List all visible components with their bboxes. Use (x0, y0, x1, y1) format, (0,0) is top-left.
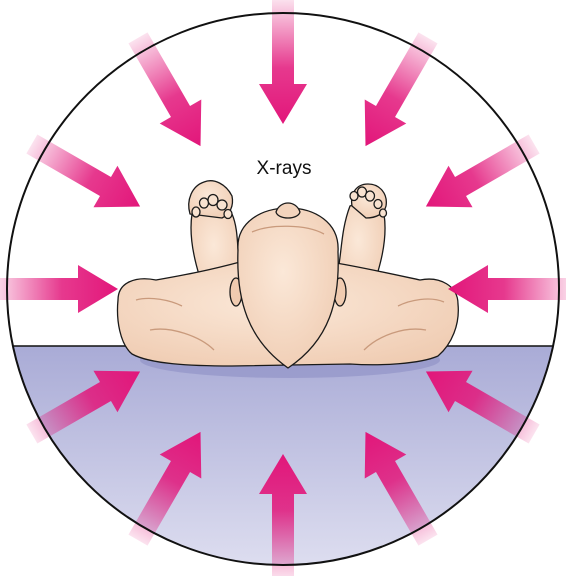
xray-label: X-rays (257, 158, 312, 179)
nose (276, 203, 300, 218)
